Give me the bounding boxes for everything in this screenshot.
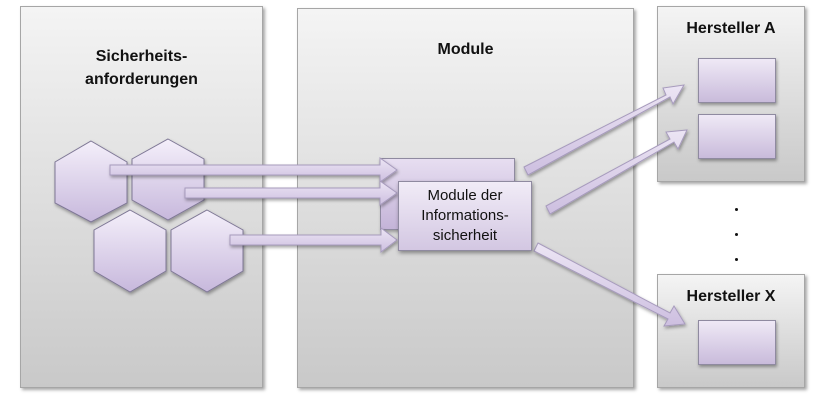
arrow-module-to-vendor-x — [533, 242, 686, 327]
ellipsis-dot-2 — [735, 233, 738, 236]
modules-title: Module — [437, 41, 494, 58]
module-box-label: Module der Informations- sicherheit — [421, 186, 509, 246]
vendor-a-module-box-2 — [698, 114, 776, 159]
requirement-hexagon-4 — [170, 209, 244, 293]
vendor-a-module-box-1 — [698, 58, 776, 103]
vendor-x-panel: Hersteller X — [657, 274, 805, 388]
requirements-title-line2: anforderungen — [85, 71, 198, 88]
module-box-line1: Module der — [427, 187, 503, 204]
module-box-line3: sicherheit — [432, 227, 498, 244]
vendor-x-module-box — [698, 320, 776, 365]
requirements-title-line1: Sicherheits- — [95, 48, 188, 65]
ellipsis-dot-3 — [735, 258, 738, 261]
requirement-hexagon-3 — [93, 209, 167, 293]
vendor-a-panel: Hersteller A — [657, 6, 805, 182]
arrow-module-to-vendor-a-2 — [545, 129, 688, 215]
requirement-hexagon-2 — [131, 138, 205, 221]
arrow-requirement-to-module-1 — [109, 157, 398, 183]
module-box-line2: Informations- — [421, 207, 509, 224]
arrow-requirement-to-module-2 — [184, 180, 398, 206]
vendor-a-title: Hersteller A — [686, 20, 776, 37]
requirements-title: Sicherheits- anforderungen — [21, 45, 262, 91]
requirement-hexagon-1 — [54, 140, 128, 223]
vendor-x-title: Hersteller X — [686, 288, 776, 305]
ellipsis-dot-1 — [735, 208, 738, 211]
arrow-module-to-vendor-a-1 — [523, 84, 685, 176]
arrow-requirement-to-module-3 — [229, 227, 398, 253]
information-security-module-box: Module der Informations- sicherheit — [398, 181, 532, 251]
